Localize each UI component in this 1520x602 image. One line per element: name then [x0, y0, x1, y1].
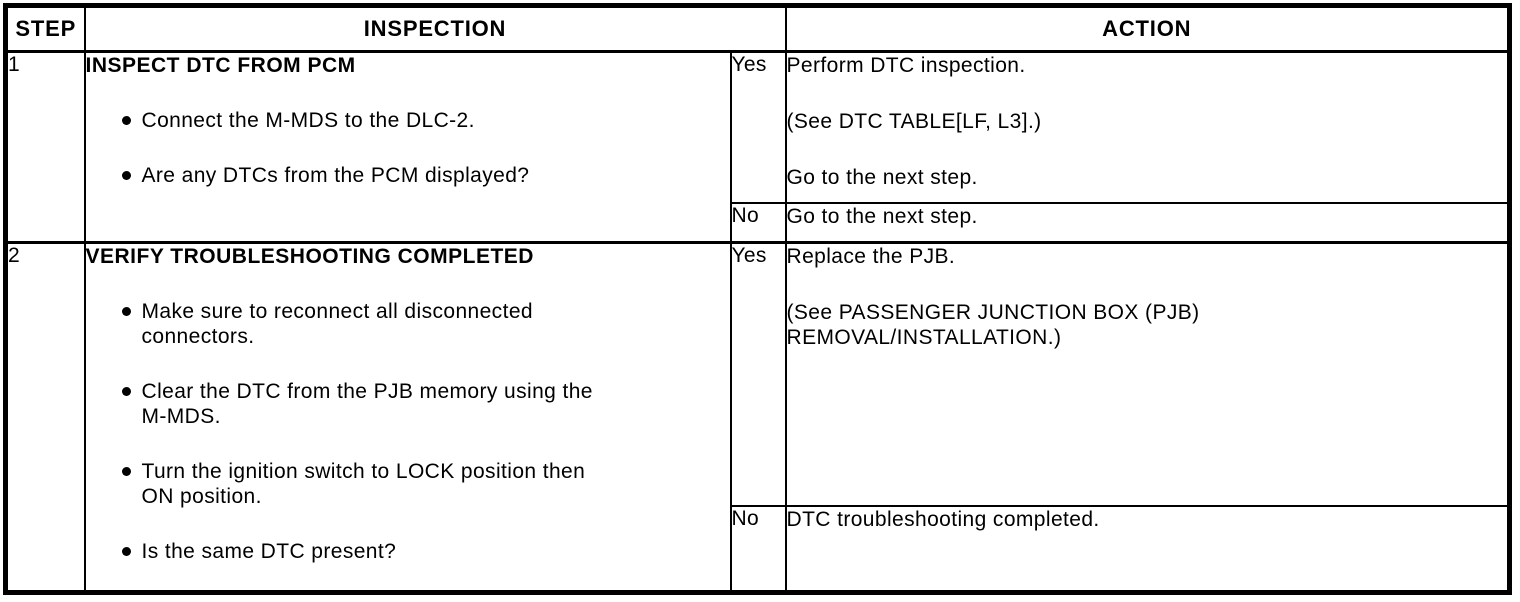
troubleshooting-table: STEP INSPECTION ACTION 1 INSPECT DTC FRO…: [3, 3, 1512, 595]
step1-inspection-cell: INSPECT DTC FROM PCM Connect the M-MDS t…: [83, 50, 732, 244]
bullet-icon: [121, 171, 131, 180]
step1-no-label: No: [729, 201, 787, 244]
step2-no-label: No: [729, 504, 787, 594]
step1-bullet-2: Are any DTCs from the PCM displayed?: [86, 163, 730, 188]
step2-bullet-3-text: Turn the ignition switch to LOCK positio…: [141, 460, 586, 508]
table-header-row: STEP INSPECTION ACTION: [4, 4, 1511, 53]
step1-no-action-1: Go to the next step.: [786, 204, 978, 228]
step2-yes-label: Yes: [729, 241, 787, 507]
step1-bullet-2-text: Are any DTCs from the PCM displayed?: [141, 164, 530, 187]
step1-yes-label: Yes: [729, 50, 787, 204]
step1-yes-action-1: Perform DTC inspection.: [786, 54, 1026, 77]
step2-yes-action-1: Replace the PJB.: [786, 245, 956, 268]
bullet-icon: [121, 467, 131, 476]
step2-bullet-1-text: Make sure to reconnect all disconnected …: [141, 300, 533, 348]
step2-inspection-title: VERIFY TROUBLESHOOTING COMPLETED: [85, 245, 534, 268]
step1-yes-action-2: (See DTC TABLE[LF, L3].): [786, 110, 1042, 133]
step2-bullet-1: Make sure to reconnect all disconnected …: [86, 299, 730, 349]
header-action: ACTION: [784, 4, 1511, 53]
step1-number: 1: [4, 50, 86, 244]
bullet-icon: [121, 387, 131, 396]
step2-bullet-2: Clear the DTC from the PJB memory using …: [86, 379, 730, 429]
bullet-icon: [121, 307, 131, 316]
step2-bullet-4: Is the same DTC present?: [86, 539, 730, 564]
step2-inspection-cell: VERIFY TROUBLESHOOTING COMPLETED Make su…: [83, 241, 732, 594]
step2-bullet-2-text: Clear the DTC from the PJB memory using …: [141, 380, 593, 428]
step2-yes-action-2: (See PASSENGER JUNCTION BOX (PJB) REMOVA…: [786, 301, 1200, 349]
step1-yes-row: 1 INSPECT DTC FROM PCM Connect the M-MDS…: [4, 50, 1511, 244]
bullet-icon: [121, 116, 131, 125]
step2-no-action-cell: DTC troubleshooting completed.: [784, 504, 1511, 594]
header-step: STEP: [4, 4, 86, 53]
step2-yes-row: 2 VERIFY TROUBLESHOOTING COMPLETED Make …: [4, 241, 1511, 594]
header-inspection: INSPECTION: [83, 4, 787, 53]
step1-inspection-title: INSPECT DTC FROM PCM: [85, 54, 356, 77]
step1-yes-action-3: Go to the next step.: [786, 166, 978, 189]
step2-no-action-1: DTC troubleshooting completed.: [786, 507, 1100, 531]
step2-yes-action-cell: Replace the PJB. (See PASSENGER JUNCTION…: [784, 241, 1511, 507]
step2-number: 2: [4, 241, 86, 594]
step1-yes-action-cell: Perform DTC inspection. (See DTC TABLE[L…: [784, 50, 1511, 204]
step1-bullet-1: Connect the M-MDS to the DLC-2.: [86, 108, 730, 133]
bullet-icon: [121, 547, 131, 556]
step2-no-row: No DTC troubleshooting completed.: [6, 504, 1511, 594]
step1-no-action-cell: Go to the next step.: [784, 201, 1511, 244]
step2-bullet-3: Turn the ignition switch to LOCK positio…: [86, 459, 730, 509]
step1-no-row: No Go to the next step.: [6, 201, 1511, 244]
step2-bullet-4-text: Is the same DTC present?: [141, 540, 397, 563]
step1-bullet-1-text: Connect the M-MDS to the DLC-2.: [141, 109, 475, 132]
